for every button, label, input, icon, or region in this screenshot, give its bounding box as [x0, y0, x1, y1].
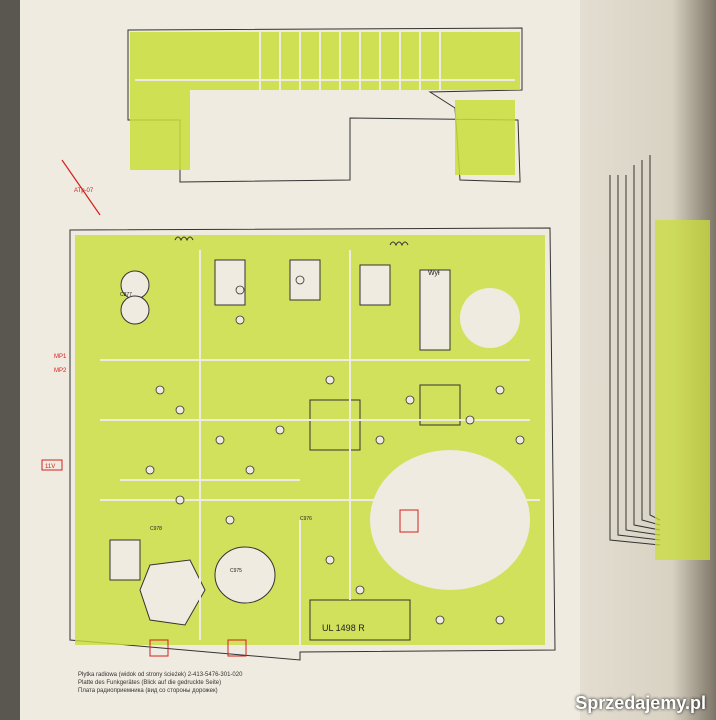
main-board-traces [100, 250, 540, 650]
caption-german: Platte des Funkgerätes (Blick auf die ge… [78, 680, 222, 686]
antenna-marker-line [61, 159, 101, 216]
mp2-label: MP2 [54, 368, 67, 374]
marker-box [399, 509, 419, 533]
component-block [419, 269, 451, 351]
voltage-label: 11V [45, 464, 55, 470]
marker-box [149, 639, 169, 657]
side-sheet-wires [609, 155, 661, 546]
component-block [109, 539, 141, 581]
mp1-label: MP1 [54, 354, 67, 360]
component-block [309, 599, 411, 641]
switch-label: Wył [428, 270, 440, 277]
component-label: C975 [230, 568, 242, 574]
component-block [419, 384, 461, 426]
caption-russian: Плата радиоприемника (вид со стороны дор… [78, 688, 218, 694]
large-cutout [370, 450, 530, 590]
upper-board-trace-area [130, 90, 190, 170]
ic-label: UL 1498 R [322, 623, 365, 633]
component-block [359, 264, 391, 306]
potentiometer-outline [139, 559, 206, 626]
side-sheet-trace-area [655, 220, 710, 560]
coil [174, 236, 194, 242]
upper-board-traces [135, 30, 515, 90]
solder-pads [145, 275, 525, 625]
round-cutout [460, 288, 520, 348]
marker-box [227, 639, 247, 657]
capacitor [120, 295, 150, 325]
component-label: C877 [120, 292, 132, 298]
antenna-label: ATp-07 [74, 188, 94, 194]
component-block [309, 399, 361, 451]
coil [389, 241, 409, 247]
component-label: C976 [300, 516, 312, 522]
watermark: Sprzedajemy.pl [575, 693, 706, 713]
component-label: C978 [150, 526, 162, 532]
marker-box [41, 459, 63, 471]
caption-polish: Płytka radiowa (widok od strony ścieżek)… [78, 672, 243, 678]
upper-board-trace-area [455, 100, 515, 175]
component-block [289, 259, 321, 301]
main-board-outline [69, 227, 556, 661]
component-block [214, 259, 246, 306]
upper-board-trace-area [130, 32, 520, 90]
capacitor-c975 [214, 546, 276, 604]
